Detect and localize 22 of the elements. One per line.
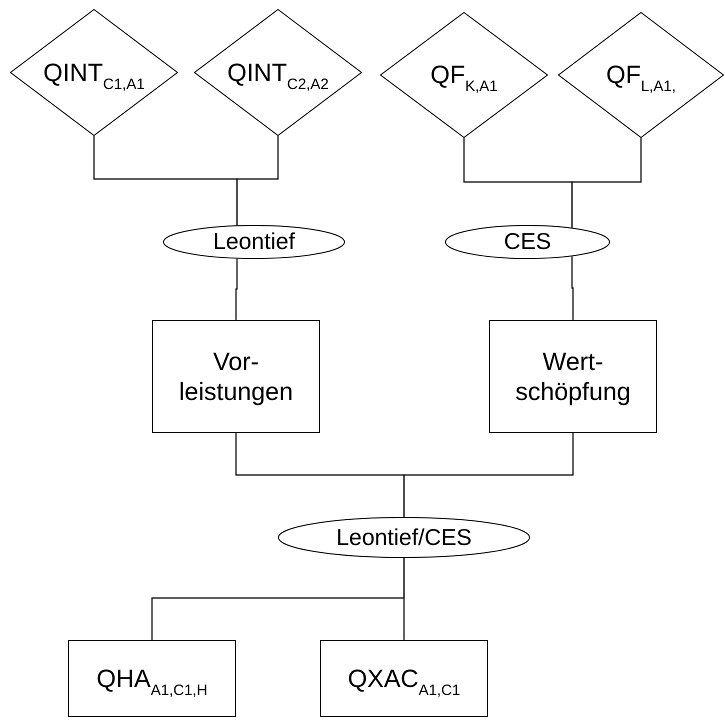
connector-line	[236, 136, 279, 226]
process-box	[68, 640, 236, 717]
connector-line	[571, 138, 642, 228]
connector-line	[235, 258, 238, 320]
connector-line	[403, 433, 574, 517]
process-box	[489, 320, 657, 433]
decision-diamond	[380, 12, 548, 138]
node-label: Wert- schöpfung	[514, 346, 632, 406]
process-box	[320, 640, 488, 717]
function-ellipse	[445, 225, 610, 259]
decision-diamond	[558, 12, 724, 138]
node-label: Vor- leistungen	[178, 346, 294, 406]
decision-diamond	[194, 9, 362, 136]
function-ellipse	[163, 225, 345, 259]
node-label: Leontief/CES	[336, 524, 472, 552]
process-box	[152, 320, 320, 433]
connector-line	[403, 558, 405, 640]
decision-diamond	[10, 9, 178, 136]
node-label: CES	[504, 228, 552, 256]
function-ellipse	[278, 517, 530, 558]
node-label: Leontief	[213, 228, 295, 256]
connector-line	[571, 256, 574, 320]
